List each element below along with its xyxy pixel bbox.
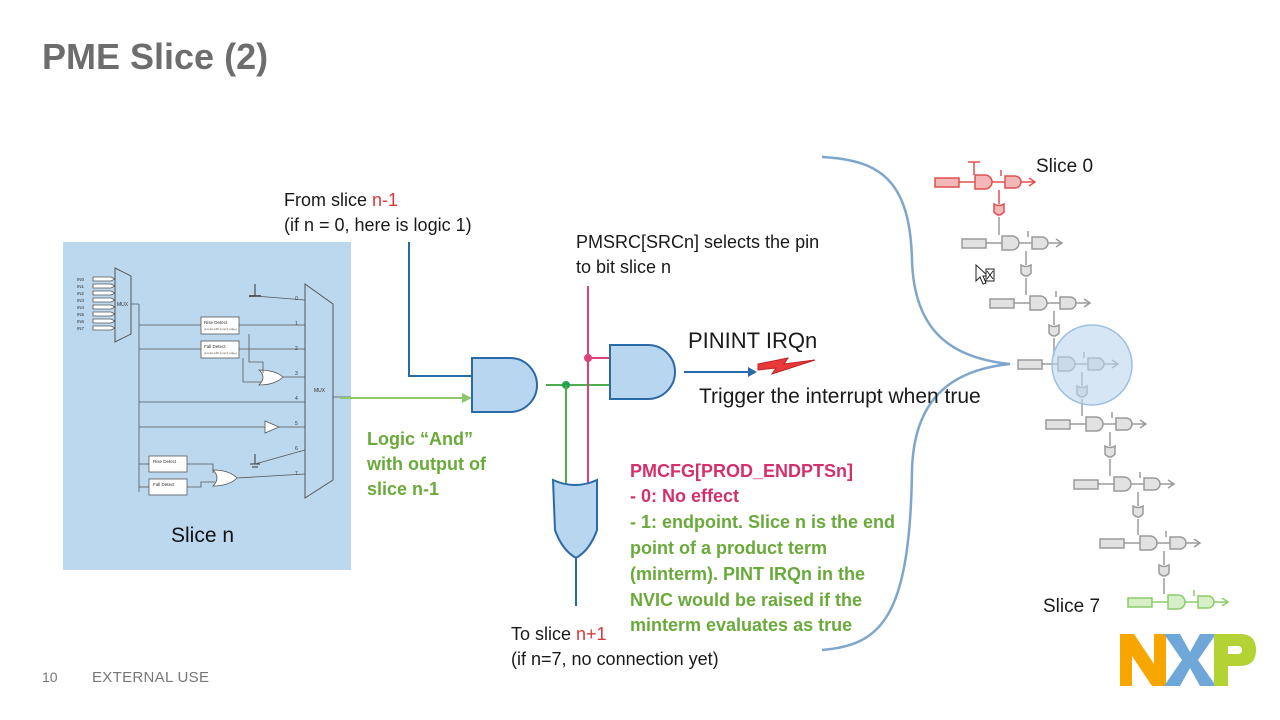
chain-or-gate (1158, 563, 1170, 577)
input-label: IN3 (77, 298, 85, 303)
pmsrc-line2: to bit slice n (576, 257, 672, 277)
chain-or-gate (1132, 504, 1144, 518)
chain-or-gate (993, 202, 1005, 216)
chain-source-box (934, 177, 960, 188)
input-arrow (92, 283, 116, 289)
input-label: IN4 (77, 305, 85, 310)
chain-and-gate (1167, 594, 1186, 610)
chain-and-gate (974, 174, 993, 190)
chain-and-gate (1004, 175, 1022, 189)
chain-and-gate (1143, 477, 1161, 491)
pmsrc-line1: PMSRC[SRCn] selects the pin (576, 232, 820, 252)
chain-source-box (989, 298, 1015, 309)
pmcfg-title: PMCFG[PROD_ENDPTSn] (630, 461, 854, 481)
logic-and-line3: slice n-1 (367, 479, 440, 499)
chain-source-box (961, 238, 987, 249)
chain-and-gate (1085, 416, 1104, 432)
svg-text:Rise Detect: Rise Detect (153, 459, 177, 464)
chain-and-gate (1169, 536, 1187, 550)
cursor-icon (975, 263, 995, 285)
input-label: IN6 (77, 319, 85, 324)
chain-or-gate (1048, 323, 1060, 337)
chain-or-gate (1104, 444, 1116, 458)
classification-label: EXTERNAL USE (92, 669, 210, 686)
chain-source-box (1073, 479, 1099, 490)
pmcfg-option-0: - 0: No effect (630, 486, 740, 506)
pinint-label: PININT IRQn (688, 328, 818, 353)
trigger-label: Trigger the interrupt when true (699, 385, 981, 408)
input-arrow (92, 325, 116, 331)
mux-input-number: 6 (295, 446, 298, 452)
input-label: IN1 (77, 284, 85, 289)
chain-and-gate (1031, 236, 1049, 250)
slide-title: PME Slice (2) (42, 36, 269, 77)
chain-source-box (1127, 597, 1153, 608)
chain-or-gate (1020, 263, 1032, 277)
mux-input-number: 7 (295, 471, 298, 477)
logic-and-line1: Logic “And” (367, 429, 473, 449)
pmcfg-option-1-line2: point of a product term (630, 538, 827, 558)
from-slice-label: From slice n-1 (284, 190, 399, 210)
slice-n-label: Slice n (171, 524, 235, 547)
chain-and-gate (1115, 417, 1133, 431)
input-arrow (92, 304, 116, 310)
mux-input-number: 0 (295, 296, 298, 302)
mux-input-number: 3 (295, 371, 298, 377)
to-slice-note: (if n=7, no connection yet) (511, 649, 719, 669)
nxp-logo (1120, 634, 1256, 686)
slice0-label: Slice 0 (1036, 156, 1094, 177)
interrupt-bolt-icon (757, 357, 816, 375)
svg-text:(Locks with sync'd edge): (Locks with sync'd edge) (204, 351, 237, 355)
slice7-label: Slice 7 (1043, 596, 1101, 617)
chain-and-gate (1113, 476, 1132, 492)
bracket (821, 155, 1011, 652)
page-number: 10 (42, 669, 58, 685)
from-slice-note: (if n = 0, here is logic 1) (284, 215, 472, 235)
highlight-circle (1051, 324, 1133, 406)
mux-label: MUX (117, 302, 129, 308)
and-gate-1 (471, 357, 538, 413)
input-label: IN0 (77, 277, 85, 282)
mux-input-number: 1 (295, 321, 298, 327)
chain-source-box (1017, 359, 1043, 370)
chain-and-gate (1029, 295, 1048, 311)
rise-detect-label: Rise Detect (204, 320, 228, 325)
pmcfg-option-1-line4: NVIC would be raised if the (630, 590, 863, 610)
input-label: IN2 (77, 291, 85, 296)
input-label: IN7 (77, 326, 85, 331)
chain-and-gate (1059, 296, 1077, 310)
chain-and-gate (1197, 595, 1215, 609)
chain-and-gate (1001, 235, 1020, 251)
input-arrow (92, 276, 116, 282)
input-label: IN5 (77, 312, 85, 317)
and-gate-2 (609, 344, 676, 400)
chain-source-box (1099, 538, 1125, 549)
input-arrow (92, 311, 116, 317)
pmcfg-option-1-line1: - 1: endpoint. Slice n is the end (630, 512, 896, 532)
fall-detect-label: Fall Detect (204, 344, 226, 349)
input-arrow (92, 297, 116, 303)
to-slice-label: To slice n+1 (511, 624, 607, 644)
chain-source-box (1045, 419, 1071, 430)
chain-and-gate (1139, 535, 1158, 551)
mux-input-number: 4 (295, 396, 298, 402)
mux-input-number: 2 (295, 346, 298, 352)
mux-input-number: 5 (295, 421, 298, 427)
input-arrow (92, 290, 116, 296)
pmcfg-option-1-line5: minterm evaluates as true (630, 615, 853, 635)
input-arrow (92, 318, 116, 324)
or-gate (551, 478, 598, 560)
pmcfg-option-1-line3: (minterm). PINT IRQn in the (630, 564, 866, 584)
logic-and-line2: with output of (367, 454, 486, 474)
svg-text:(Locks with sync'd edge): (Locks with sync'd edge) (204, 327, 237, 331)
svg-text:Fall Detect: Fall Detect (153, 482, 175, 487)
svg-text:MUX: MUX (314, 388, 326, 394)
